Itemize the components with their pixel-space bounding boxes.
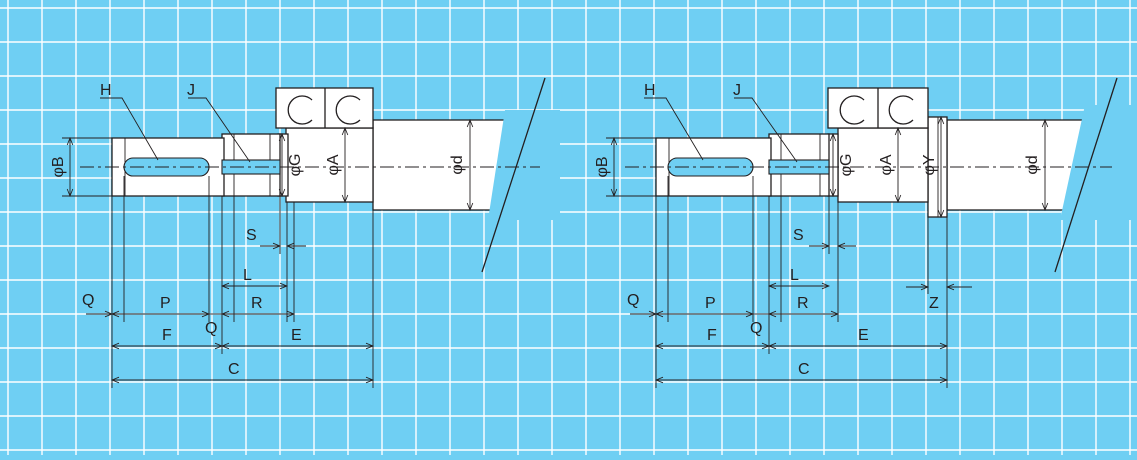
right-shaft-drawing: H J φB φG φA φY φd S L R Z Q P F Q E C — [594, 77, 1137, 388]
left-bearing-pair — [275, 87, 374, 129]
left-label-E: E — [291, 327, 302, 344]
left-break-line — [481, 77, 546, 273]
left-label-P: P — [160, 295, 171, 312]
right-label-phiB: φB — [594, 156, 611, 177]
right-label-Z: Z — [929, 295, 939, 312]
right-label-C: C — [798, 361, 810, 378]
right-label-R: R — [797, 295, 809, 312]
right-label-F: F — [707, 327, 717, 344]
left-label-phid: φd — [449, 155, 466, 174]
right-break-mask — [1060, 105, 1137, 220]
left-label-R: R — [251, 295, 263, 312]
right-label-S: S — [793, 227, 804, 244]
left-label-C: C — [228, 361, 240, 378]
left-leader-J — [188, 97, 251, 163]
left-shaft-drawing: H J φB φG φA φd S L R Q P F Q E C — [50, 77, 560, 388]
right-bearing-pair — [827, 87, 929, 129]
right-label-P: P — [705, 295, 716, 312]
right-label-E: E — [858, 327, 869, 344]
right-label-phid: φd — [1024, 155, 1041, 174]
left-label-J: J — [187, 82, 195, 99]
left-label-L: L — [243, 267, 252, 284]
right-label-J: J — [733, 82, 741, 99]
right-label-phiG: φG — [838, 154, 855, 177]
left-label-phiG: φG — [287, 154, 304, 177]
right-break-line — [1054, 77, 1118, 273]
left-label-F: F — [162, 327, 172, 344]
right-label-Q2: Q — [750, 320, 762, 337]
left-label-H: H — [100, 82, 112, 99]
right-label-H: H — [644, 82, 656, 99]
right-label-L: L — [790, 267, 799, 284]
right-leader-H — [644, 97, 704, 161]
left-label-S: S — [246, 227, 257, 244]
left-label-phiA: φA — [325, 154, 342, 175]
left-label-Q1: Q — [82, 292, 94, 309]
right-label-Q1: Q — [627, 292, 639, 309]
left-break-mask — [488, 110, 560, 220]
left-label-Q2: Q — [205, 320, 217, 337]
left-leader-H — [100, 97, 159, 161]
right-leader-J — [734, 97, 798, 163]
left-label-phiB: φB — [50, 156, 67, 177]
right-label-phiA: φA — [878, 154, 895, 175]
right-label-phiY: φY — [921, 154, 938, 175]
